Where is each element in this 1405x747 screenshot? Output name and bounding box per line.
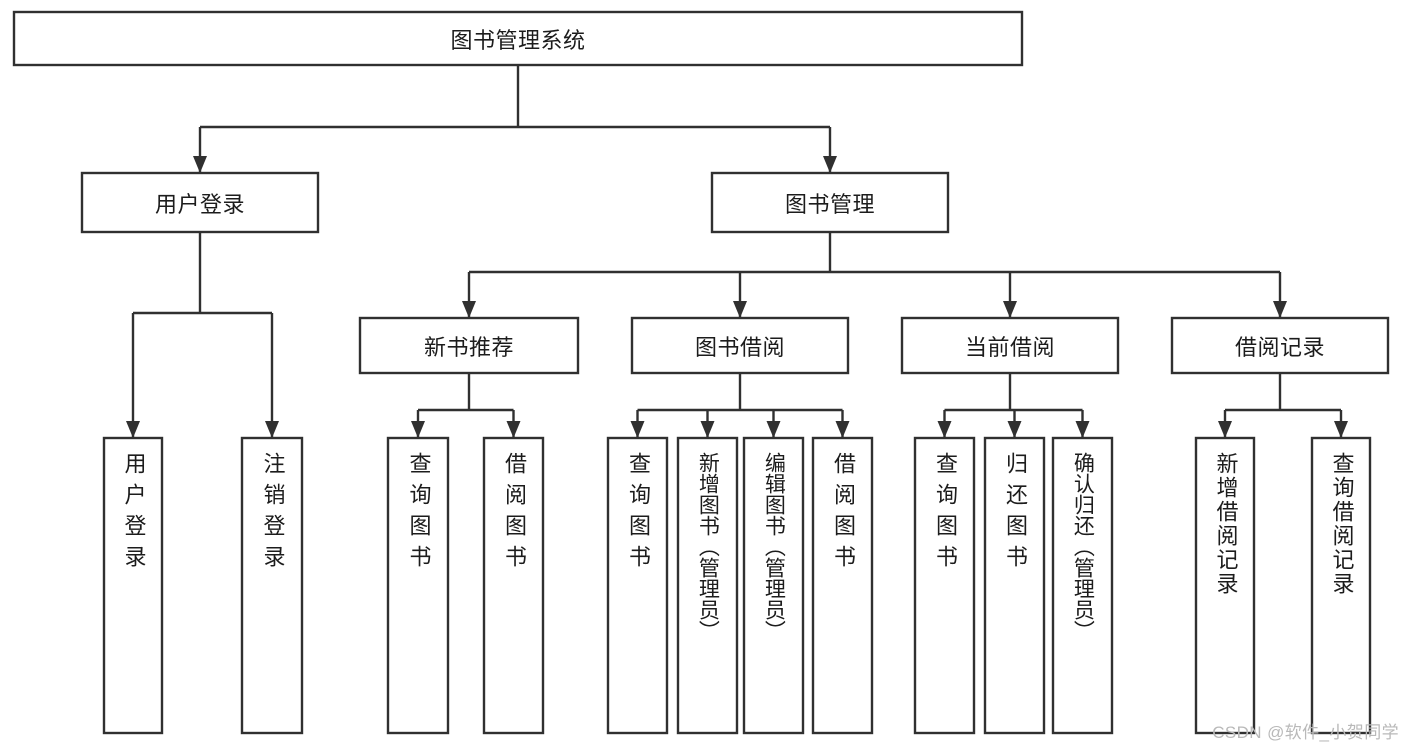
bookmgmt-to-level2-arrow-0 xyxy=(462,301,476,318)
node-box-rect[interactable] xyxy=(900,316,1120,375)
level2-node-借阅记录-3[interactable] xyxy=(1170,316,1390,375)
level2-node-当前借阅-2[interactable] xyxy=(900,316,1120,375)
level2-3-to-leaves-arrow-0 xyxy=(1218,421,1232,438)
node-box-rect[interactable] xyxy=(983,436,1046,735)
node-box-rect[interactable] xyxy=(1170,316,1390,375)
leaf-node-归还图书-9[interactable] xyxy=(983,436,1046,735)
bookmgmt-to-level2-arrow-2 xyxy=(1003,301,1017,318)
leaf-node-编辑图书管理员-6[interactable] xyxy=(742,436,805,735)
level2-1-to-leaves-arrow-2 xyxy=(766,421,781,438)
node-box-rect[interactable] xyxy=(386,436,450,735)
leaf-node-查询图书-8[interactable] xyxy=(913,436,976,735)
level2-1-to-leaves-arrow-3 xyxy=(835,421,850,438)
userlogin-to-leaves-arrow-0 xyxy=(126,421,140,438)
node-box-rect[interactable] xyxy=(913,436,976,735)
level2-1-to-leaves-arrow-0 xyxy=(630,421,645,438)
node-box-rect[interactable] xyxy=(482,436,545,735)
leaf-node-新增图书管理员-5[interactable] xyxy=(676,436,739,735)
level1-node-用户登录-0[interactable] xyxy=(80,171,320,234)
node-box-rect[interactable] xyxy=(80,171,320,234)
node-box-rect[interactable] xyxy=(811,436,874,735)
node-box-rect[interactable] xyxy=(710,171,950,234)
root-node-图书管理系统-0[interactable] xyxy=(12,10,1024,67)
level2-node-新书推荐-0[interactable] xyxy=(358,316,580,375)
leaf-node-用户登录-0[interactable] xyxy=(102,436,164,735)
node-box-rect[interactable] xyxy=(1310,436,1372,735)
leaf-node-确认归还管理员-10[interactable] xyxy=(1051,436,1114,735)
node-box-rect[interactable] xyxy=(630,316,850,375)
level2-0-to-leaves-arrow-0 xyxy=(411,421,425,438)
level2-1-to-leaves-arrow-1 xyxy=(700,421,715,438)
node-box-rect[interactable] xyxy=(240,436,304,735)
bookmgmt-to-level2-arrow-3 xyxy=(1273,301,1287,318)
node-box-rect[interactable] xyxy=(102,436,164,735)
node-box-rect[interactable] xyxy=(676,436,739,735)
root-to-level1-arrow-1 xyxy=(823,156,837,173)
node-box-rect[interactable] xyxy=(606,436,669,735)
node-box-rect[interactable] xyxy=(742,436,805,735)
leaf-node-借阅图书-3[interactable] xyxy=(482,436,545,735)
csdn-watermark: CSDN @软件_小贺同学 xyxy=(1212,723,1399,742)
node-box-rect[interactable] xyxy=(12,10,1024,67)
leaf-node-查询借阅记录-12[interactable] xyxy=(1310,436,1372,735)
level1-node-图书管理-1[interactable] xyxy=(710,171,950,234)
node-box-rect[interactable] xyxy=(358,316,580,375)
level2-2-to-leaves-arrow-2 xyxy=(1075,421,1090,438)
leaf-node-查询图书-4[interactable] xyxy=(606,436,669,735)
level2-0-to-leaves-arrow-1 xyxy=(506,421,521,438)
level2-2-to-leaves-arrow-0 xyxy=(937,421,952,438)
level2-3-to-leaves-arrow-1 xyxy=(1334,421,1348,438)
node-box-rect[interactable] xyxy=(1051,436,1114,735)
leaf-node-查询图书-2[interactable] xyxy=(386,436,450,735)
bookmgmt-to-level2-arrow-1 xyxy=(733,301,747,318)
leaf-node-注销登录-1[interactable] xyxy=(240,436,304,735)
root-to-level1-arrow-0 xyxy=(193,156,207,173)
leaf-node-借阅图书-7[interactable] xyxy=(811,436,874,735)
node-boxes xyxy=(12,10,1390,735)
node-box-rect[interactable] xyxy=(1194,436,1256,735)
leaf-node-新增借阅记录-11[interactable] xyxy=(1194,436,1256,735)
userlogin-to-leaves-arrow-1 xyxy=(265,421,279,438)
level2-2-to-leaves-arrow-1 xyxy=(1007,421,1022,438)
level2-node-图书借阅-1[interactable] xyxy=(630,316,850,375)
connector-lines xyxy=(126,65,1348,438)
